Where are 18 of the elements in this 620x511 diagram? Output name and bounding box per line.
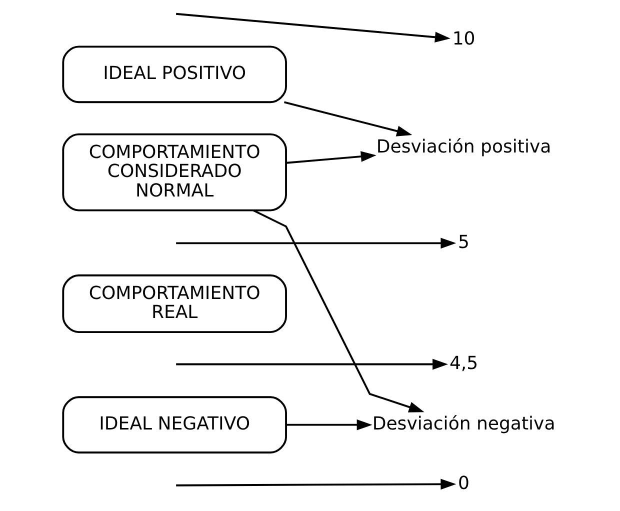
node-box: COMPORTAMIENTO REAL — [62, 274, 286, 334]
arrow — [176, 358, 448, 370]
arrow — [176, 478, 456, 490]
arrow — [252, 210, 424, 412]
node-text: Desviación negativa — [372, 414, 555, 435]
arrow — [284, 101, 412, 136]
node-box: COMPORTAMIENTO CONSIDERADO NORMAL — [62, 133, 286, 212]
arrow — [176, 238, 456, 249]
node-text: 5 — [458, 232, 470, 253]
node-text: 0 — [458, 472, 470, 494]
node-text: Desviación positiva — [376, 136, 551, 158]
arrow — [176, 12, 450, 43]
node-box: IDEAL NEGATIVO — [62, 396, 286, 454]
arrow — [286, 419, 372, 430]
node-text: 4,5 — [448, 353, 478, 374]
node-text: 10 — [452, 28, 475, 50]
node-box: IDEAL POSITIVO — [62, 46, 286, 104]
arrow — [286, 151, 376, 164]
